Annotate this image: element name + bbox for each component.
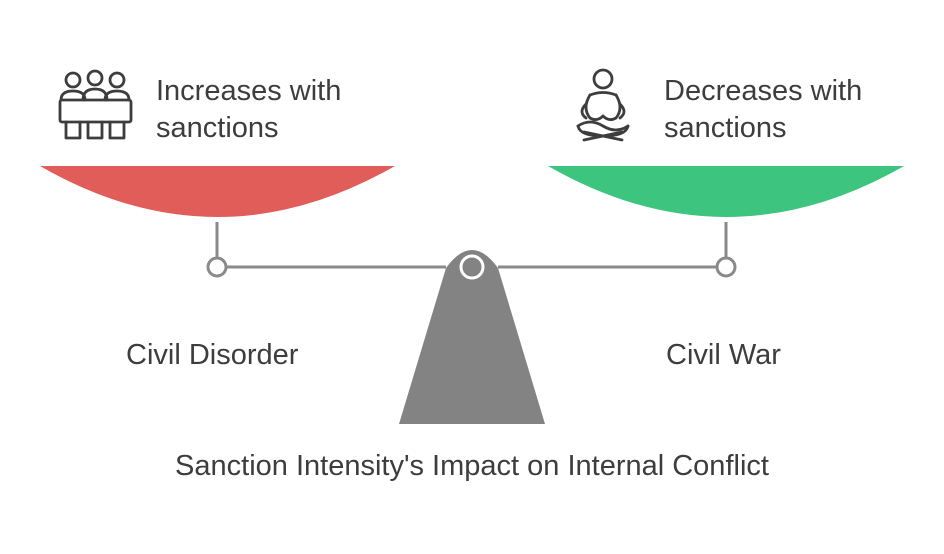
left-joint: [206, 256, 228, 278]
diagram-caption: Sanction Intensity's Impact on Internal …: [175, 450, 769, 482]
crowd-icon: [58, 69, 133, 140]
left-conflict-label: Civil Disorder: [126, 339, 299, 371]
fulcrum: [399, 250, 545, 424]
right-pan: [548, 166, 904, 217]
meditation-icon: [576, 68, 630, 142]
left-effect-text: Increases with sanctions: [156, 75, 342, 144]
right-conflict-label: Civil War: [666, 339, 781, 371]
pivot: [459, 254, 485, 280]
right-joint: [715, 256, 737, 278]
left-pan: [40, 166, 395, 217]
right-effect-text: Decreases with sanctions: [664, 75, 863, 144]
